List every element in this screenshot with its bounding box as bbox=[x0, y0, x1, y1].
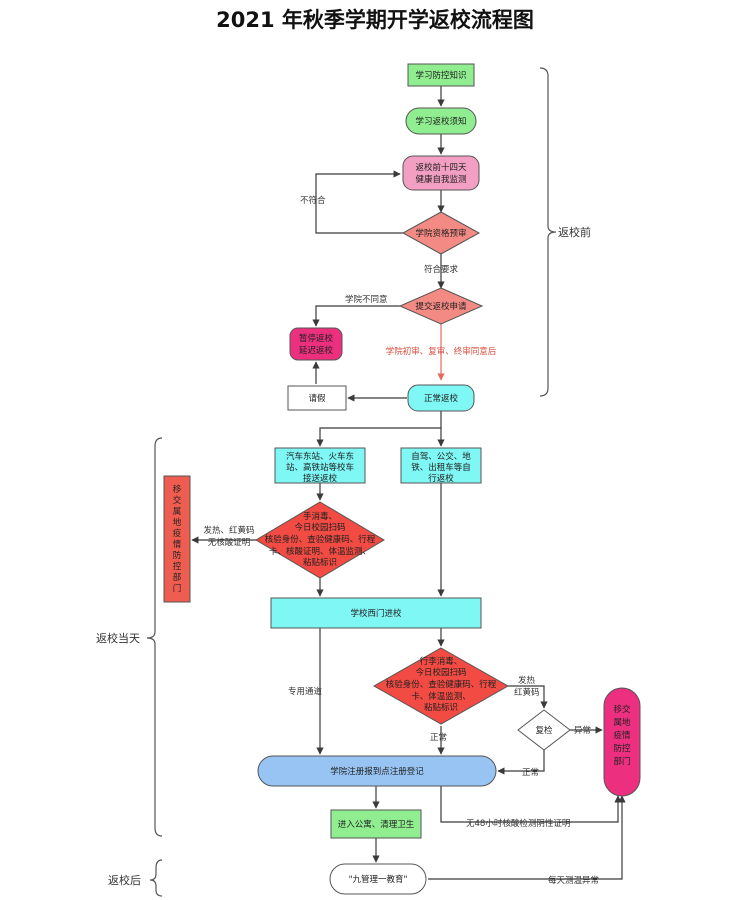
node-transfer-left-char-5: 疫 bbox=[173, 528, 182, 539]
node-check1-line-4: 卡、核酸证明、体温监测、 bbox=[269, 546, 371, 557]
node-check2-line-3: 核验身份、查验健康码、行程 bbox=[386, 679, 497, 690]
node-check1-line-1: 手消毒、 bbox=[303, 511, 337, 522]
node-check2-line-1: 行李消毒、 bbox=[420, 656, 463, 667]
arrow-no-test-to-transfer bbox=[440, 786, 622, 823]
node-study-knowledge-label: 学习防控知识 bbox=[415, 70, 466, 81]
brace-day bbox=[146, 437, 163, 837]
label-qualified: 符合要求 bbox=[424, 264, 459, 275]
node-education-label: "九管理一教育" bbox=[349, 874, 408, 885]
label-fever-left-line-1: 发热、红黄码 bbox=[203, 525, 254, 536]
node-suspend-line-1: 暂停返校 bbox=[299, 333, 334, 344]
brace-before bbox=[539, 67, 557, 397]
label-review-steps: 学院初审、复审、终审同意后 bbox=[386, 346, 497, 357]
arrow-normal-to-bus bbox=[316, 411, 442, 447]
node-precheck-label: 学院资格预审 bbox=[415, 228, 466, 239]
node-self-monitor-line-2: 健康自我监测 bbox=[415, 174, 466, 185]
brace-after bbox=[149, 859, 163, 897]
label-college-disagree: 学院不同意 bbox=[345, 294, 388, 305]
label-fever-right-line-2: 红黄码 bbox=[514, 687, 540, 698]
node-check2-line-4: 卡、体温监测、 bbox=[411, 691, 471, 702]
label-special-channel: 专用通道 bbox=[288, 686, 323, 697]
node-normal-return: 正常返校 bbox=[407, 384, 475, 412]
node-normal-return-label: 正常返校 bbox=[424, 393, 459, 404]
arrow-recheck-to-register bbox=[497, 750, 545, 775]
node-transfer-right-line-3: 疫情 bbox=[613, 730, 631, 741]
node-transport-self: 自驾、公交、地 铁、出租车等自 行返校 bbox=[400, 447, 482, 484]
arrow-not-qualified-loop bbox=[315, 170, 403, 234]
node-transfer-right-line-5: 部门 bbox=[613, 756, 630, 767]
label-no-48h-test: 无48小时核酸检测阴性证明 bbox=[466, 818, 570, 829]
node-transport-bus-line-3: 接送返校 bbox=[303, 473, 338, 484]
node-suspend: 暂停返校 延迟返校 bbox=[289, 327, 343, 361]
node-transfer-left-char-6: 情 bbox=[173, 539, 182, 550]
node-study-knowledge: 学习防控知识 bbox=[407, 63, 475, 87]
node-check2-line-2: 今日校园扫码 bbox=[415, 667, 466, 678]
node-transfer-right-line-1: 移交 bbox=[613, 704, 631, 715]
node-transfer-left-char-3: 属 bbox=[173, 507, 182, 517]
node-dorm-label: 进入公寓、清理卫生 bbox=[338, 819, 415, 830]
node-education: "九管理一教育" bbox=[329, 863, 427, 895]
label-normal-2: 正常 bbox=[522, 767, 539, 778]
node-transfer-right-line-2: 属地 bbox=[613, 717, 631, 728]
node-transfer-left-char-7: 防 bbox=[173, 550, 182, 561]
node-transfer-left-char-9: 部 bbox=[173, 572, 182, 583]
node-transport-bus-line-2: 站、高铁站等校车 bbox=[286, 462, 354, 473]
arrow-disagree-to-suspend bbox=[312, 305, 400, 327]
node-transfer-right: 移交 属地 疫情 防控 部门 bbox=[603, 687, 641, 797]
page-title: 2021 年秋季学期开学返校流程图 bbox=[216, 8, 534, 32]
label-fever-left-line-2: 无核酸证明 bbox=[208, 537, 251, 548]
node-self-monitor-line-1: 返校前十四天 bbox=[415, 162, 467, 173]
node-transport-bus: 汽车东站、火车东 站、高铁站等校车 接送返校 bbox=[274, 447, 366, 484]
node-register-label: 学院注册报到点注册登记 bbox=[330, 766, 424, 777]
label-normal-1: 正常 bbox=[430, 732, 447, 743]
node-transfer-left-char-8: 控 bbox=[173, 561, 182, 572]
phase-label-before: 返校前 bbox=[558, 225, 591, 239]
node-apply-diamond: 提交返校申请 bbox=[398, 287, 484, 325]
node-transport-self-line-1: 自驾、公交、地 bbox=[411, 451, 471, 462]
node-transfer-right-line-4: 防控 bbox=[613, 743, 631, 754]
node-precheck-diamond: 学院资格预审 bbox=[401, 211, 481, 255]
node-west-gate-label: 学校西门进校 bbox=[350, 608, 402, 619]
node-check2-diamond: 行李消毒、 今日校园扫码 核验身份、查验健康码、行程 卡、体温监测、 粘贴标识 bbox=[372, 647, 510, 725]
node-dorm: 进入公寓、清理卫生 bbox=[330, 809, 422, 839]
node-self-monitor: 返校前十四天 健康自我监测 bbox=[402, 155, 480, 191]
node-transfer-left-char-1: 移 bbox=[173, 484, 182, 495]
label-fever-right-line-1: 发热 bbox=[518, 675, 536, 686]
node-check1-diamond: 手消毒、 今日校园扫码 核验身份、查验健康码、行程 卡、核酸证明、体温监测、 粘… bbox=[255, 501, 385, 579]
node-study-notice: 学习返校须知 bbox=[405, 107, 477, 135]
node-study-notice-label: 学习返校须知 bbox=[415, 116, 466, 127]
node-transport-self-line-3: 行返校 bbox=[428, 473, 454, 484]
arrow-check2-to-recheck bbox=[508, 685, 548, 709]
node-check1-line-5: 粘贴标识 bbox=[303, 557, 337, 568]
label-daily-temp-abnormal: 每天测温异常 bbox=[548, 875, 599, 886]
node-transfer-left-char-4: 地 bbox=[173, 517, 182, 528]
node-transport-bus-line-1: 汽车东站、火车东 bbox=[286, 451, 354, 462]
node-recheck-label: 复检 bbox=[535, 725, 553, 736]
node-apply-label: 提交返校申请 bbox=[415, 301, 467, 312]
node-transfer-left-char-10: 门 bbox=[173, 583, 182, 594]
arrow-temp-abnormal-to-transfer bbox=[428, 795, 626, 880]
node-recheck-diamond: 复检 bbox=[517, 709, 571, 751]
node-suspend-line-2: 延迟返校 bbox=[299, 345, 334, 356]
node-transport-self-line-2: 铁、出租车等自 bbox=[411, 462, 471, 473]
phase-label-after: 返校后 bbox=[108, 873, 141, 887]
node-west-gate: 学校西门进校 bbox=[270, 597, 482, 629]
label-abnormal: 异常 bbox=[574, 725, 591, 736]
node-check1-line-2: 今日校园扫码 bbox=[294, 522, 345, 533]
node-transfer-left: 移 交 属 地 疫 情 防 控 部 门 bbox=[163, 475, 191, 603]
node-leave-label: 请假 bbox=[308, 393, 326, 404]
phase-label-day: 返校当天 bbox=[96, 631, 140, 645]
node-leave: 请假 bbox=[287, 385, 347, 411]
node-check1-line-3: 核验身份、查验健康码、行程 bbox=[265, 534, 376, 545]
node-check2-line-5: 粘贴标识 bbox=[424, 702, 458, 713]
node-register: 学院注册报到点注册登记 bbox=[257, 755, 497, 787]
connectors bbox=[191, 86, 626, 880]
node-transfer-left-char-2: 交 bbox=[173, 495, 182, 506]
label-not-qualified: 不符合 bbox=[300, 195, 326, 206]
